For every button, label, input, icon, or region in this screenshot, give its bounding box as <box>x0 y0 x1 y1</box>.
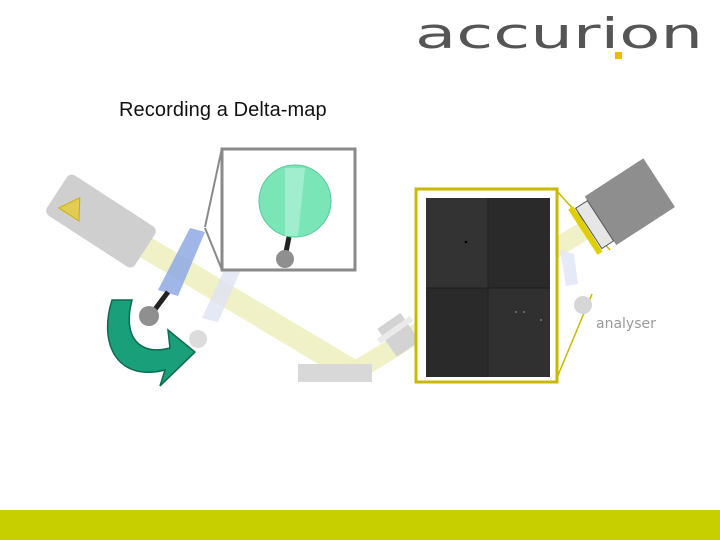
laser-source <box>44 172 158 269</box>
compensator-knob <box>189 330 207 348</box>
footer-bar <box>0 510 720 540</box>
analyser-element <box>560 250 578 286</box>
sample-stage <box>298 364 372 382</box>
polarizer-knob <box>139 306 159 326</box>
analyser-label: analyser <box>596 316 656 332</box>
analyser-knob <box>574 296 592 314</box>
compensator-inset-knob <box>276 250 294 268</box>
compensator-handle <box>286 237 289 252</box>
